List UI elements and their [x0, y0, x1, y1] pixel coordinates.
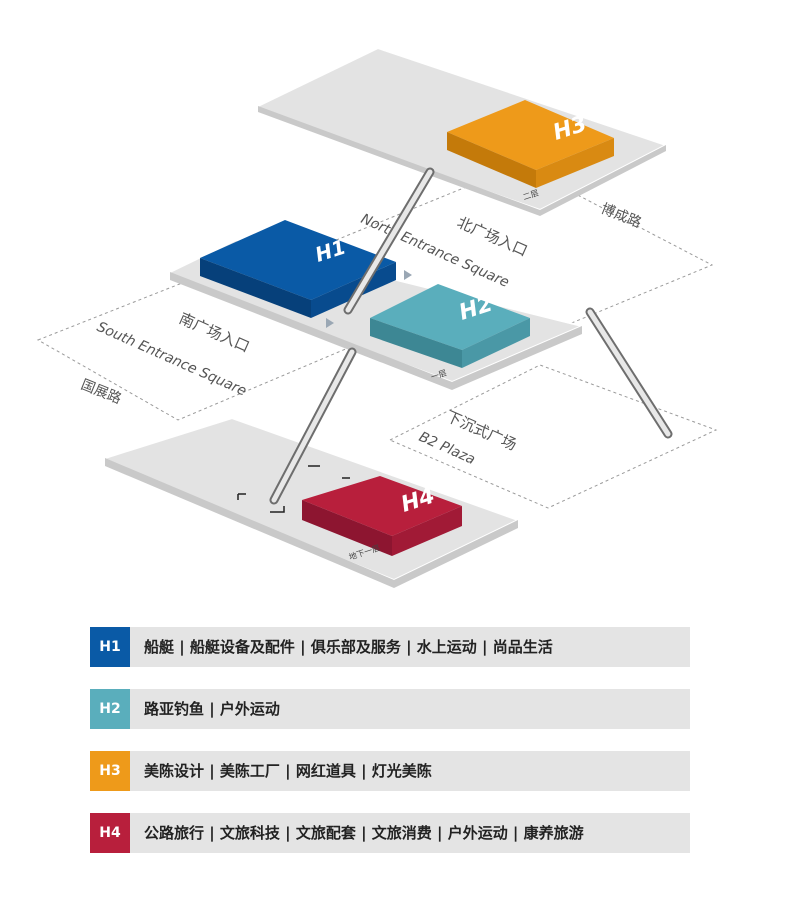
- hall-h1-block[interactable]: [200, 208, 396, 318]
- legend-text-h1: 船艇 | 船艇设备及配件 | 俱乐部及服务 | 水上运动 | 尚品生活: [144, 638, 553, 656]
- legend-badge-h4: H4: [90, 813, 130, 853]
- legend-text-h4: 公路旅行 | 文旅科技 | 文旅配套 | 文旅消费 | 户外运动 | 康养旅游: [144, 824, 584, 842]
- arrow-marker: [404, 270, 412, 280]
- hall-h2-block[interactable]: [370, 284, 530, 368]
- road-label-guozhan: 国展路: [79, 377, 124, 408]
- legend-badge-h2: H2: [90, 689, 130, 729]
- escalator-2f-to-1f: [343, 167, 435, 315]
- south-entrance-cn: 南广场入口: [176, 309, 252, 356]
- escalator-base-marks: [237, 465, 350, 513]
- hall-h4-block[interactable]: [302, 476, 462, 556]
- escalator-1f-to-b1: [269, 347, 357, 505]
- north-square-outline: [273, 164, 714, 366]
- legend-text-h2: 路亚钓鱼 | 户外运动: [144, 700, 280, 718]
- arrow-marker: [326, 318, 334, 328]
- legend-row-h1: H1 船艇 | 船艇设备及配件 | 俱乐部及服务 | 水上运动 | 尚品生活: [90, 627, 690, 667]
- hall-h3-block[interactable]: [447, 100, 614, 188]
- plaza-en: B2 Plaza: [416, 429, 477, 468]
- road-label-bocheng: 博成路: [599, 200, 644, 231]
- plaza-outline: [388, 364, 718, 509]
- legend-badge-h3: H3: [90, 751, 130, 791]
- walkway-north-to-plaza: [585, 307, 673, 439]
- legend-row-h3: H3 美陈设计 | 美陈工厂 | 网红道具 | 灯光美陈: [90, 751, 690, 791]
- north-entrance-cn: 北广场入口: [454, 213, 530, 260]
- venue-map: H3 二层 博成路 北广场入口 North Entrance Square H1…: [36, 46, 718, 588]
- legend-badge-h1: H1: [90, 627, 130, 667]
- legend-row-h4: H4 公路旅行 | 文旅科技 | 文旅配套 | 文旅消费 | 户外运动 | 康养…: [90, 813, 690, 853]
- legend-text-h3: 美陈设计 | 美陈工厂 | 网红道具 | 灯光美陈: [144, 762, 432, 780]
- legend-row-h2: H2 路亚钓鱼 | 户外运动: [90, 689, 690, 729]
